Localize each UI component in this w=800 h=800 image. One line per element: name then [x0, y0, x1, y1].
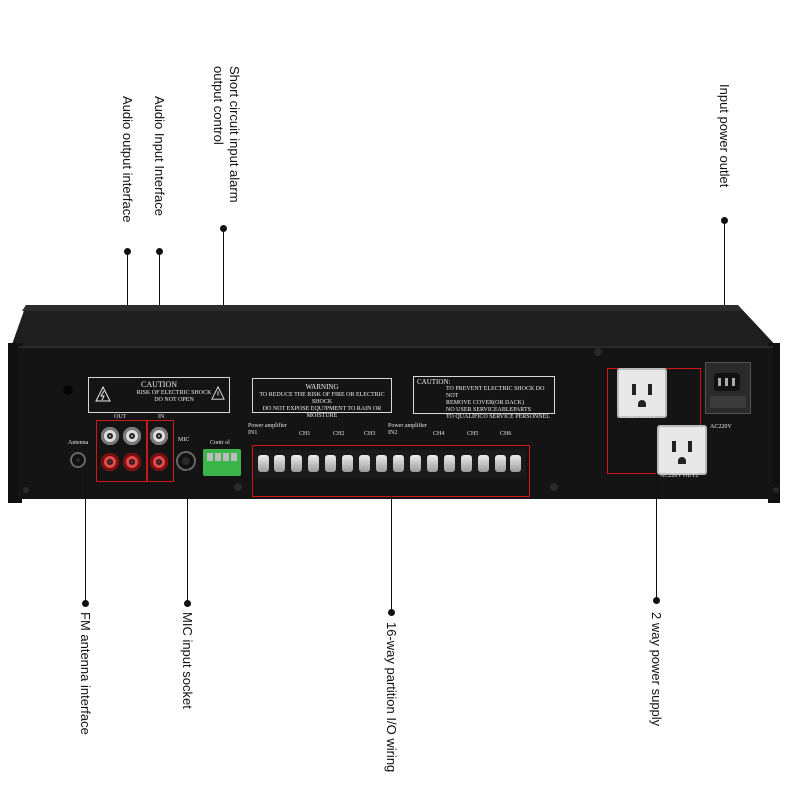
ch2-label: CH2: [333, 431, 345, 437]
partition-terminal-strip[interactable]: [254, 450, 526, 478]
caution2-title: CAUTION:: [417, 378, 451, 386]
callout-line-mic: [187, 470, 188, 602]
terminal-screw[interactable]: [342, 455, 353, 472]
caution2-line3: NO USER SERVICEABLEPARTS: [446, 407, 531, 413]
caution1-line1: RISK OF ELECTRIC SHOCK: [136, 390, 212, 396]
rca-out-r2[interactable]: [123, 453, 141, 471]
caution-box-1: CAUTION RISK OF ELECTRIC SHOCK DO NOT OP…: [88, 377, 230, 413]
rca-out-r1[interactable]: [101, 453, 119, 471]
amp-in1-label: Power amplifier IN1: [248, 423, 287, 436]
caution2-line4: TO QUALIFICO SERVICE PERSONNEL: [446, 414, 550, 420]
terminal-screw[interactable]: [495, 455, 506, 472]
terminal-screw[interactable]: [291, 455, 302, 472]
callout-dot-mic: [184, 600, 191, 607]
terminal-screw[interactable]: [359, 455, 370, 472]
ch4-label: CH4: [433, 431, 445, 437]
terminal-screw[interactable]: [376, 455, 387, 472]
ac-out2-label: AC220V OUT2: [660, 473, 699, 479]
callout-line-partition: [391, 496, 392, 610]
terminal-screw[interactable]: [274, 455, 285, 472]
ch3-label: CH3: [364, 431, 376, 437]
callout-mic-input: MIC input socket: [180, 612, 195, 709]
rca-in-l[interactable]: [150, 427, 168, 445]
callout-audio-output: Audio output interface: [120, 96, 135, 223]
callout-audio-input: Audio Input Interface: [152, 96, 167, 216]
callout-power-supply: 2 way power supply: [649, 612, 664, 727]
callout-dot-power-supply: [653, 597, 660, 604]
ac-power-inlet[interactable]: [705, 362, 751, 414]
shock-hazard-icon: [95, 386, 111, 402]
audio-output-highlight: [96, 420, 148, 482]
audio-input-highlight: [146, 420, 174, 482]
terminal-screw[interactable]: [427, 455, 438, 472]
terminal-screw[interactable]: [478, 455, 489, 472]
terminal-screw[interactable]: [393, 455, 404, 472]
amp-in2-label: Power amplifier IN2: [388, 423, 427, 436]
callout-line-input-power: [724, 221, 725, 363]
ch6-label: CH6: [500, 431, 512, 437]
warning-line2: DO NOT EXPOSE EQU?PMENT TO RAIN OR MOIST…: [262, 406, 382, 419]
terminal-screw[interactable]: [410, 455, 421, 472]
control-terminal-block[interactable]: [203, 449, 241, 476]
callout-fm-antenna: FM antenna interface: [78, 612, 93, 735]
caution2-line1: TO PREVENT ELECTRIC SHOCK DO NOT: [446, 386, 545, 399]
rca-out-l1[interactable]: [101, 427, 119, 445]
out-label: OUT: [114, 414, 127, 420]
callout-short-circuit: Short circuit input alarm output control: [211, 66, 242, 203]
callout-dot-partition: [388, 609, 395, 616]
rca-out-l2[interactable]: [123, 427, 141, 445]
terminal-screw[interactable]: [444, 455, 455, 472]
caution1-line2: DO NOT OPEN: [154, 397, 194, 403]
callout-dot-input-power: [721, 217, 728, 224]
caution1-title: CAUTION: [141, 380, 177, 389]
caution2-line2: REMOVE COVER(OR DACK): [446, 400, 524, 406]
control-label: Contr ol: [210, 440, 230, 446]
callout-partition-io: 16-way partition I/O wiring: [384, 622, 399, 773]
callout-dot-short-circuit: [220, 225, 227, 232]
warning-box: WARNING TO REDUCE THE RISK OF FIRE OR EL…: [252, 378, 392, 419]
ac-in-label: AC220V: [710, 424, 732, 430]
rca-in-r[interactable]: [150, 453, 168, 471]
caution-box-2: CAUTION: TO PREVENT ELECTRIC SHOCK DO NO…: [413, 376, 555, 420]
callout-dot-fm-antenna: [82, 600, 89, 607]
ch1-label: CH1: [299, 431, 311, 437]
warning-triangle-icon: [211, 386, 225, 400]
terminal-screw[interactable]: [510, 455, 521, 472]
warning-line1: TO REDUCE THE RISK OF FIRE OR ELECTRIC S…: [259, 392, 385, 405]
terminal-screw[interactable]: [258, 455, 269, 472]
terminal-screw[interactable]: [325, 455, 336, 472]
callout-line-fm-antenna: [85, 470, 86, 602]
fm-antenna-jack[interactable]: [70, 452, 86, 468]
ch5-label: CH5: [467, 431, 479, 437]
mic-input-jack[interactable]: [176, 451, 196, 471]
ac-outlet-1[interactable]: [617, 368, 667, 418]
callout-dot-audio-output: [124, 248, 131, 255]
callout-dot-audio-input: [156, 248, 163, 255]
in-label: IN: [158, 414, 165, 420]
callout-line-power-supply: [656, 472, 657, 598]
ac-outlet-2[interactable]: [657, 425, 707, 475]
mic-label: MIC: [178, 437, 190, 443]
warning-title: WARNING: [305, 383, 339, 391]
ac-out1-label: AC220V OUT1: [617, 414, 656, 420]
terminal-screw[interactable]: [308, 455, 319, 472]
terminal-screw[interactable]: [461, 455, 472, 472]
callout-input-power: Input power outlet: [717, 84, 732, 188]
antenna-label: Antenna: [68, 440, 89, 446]
